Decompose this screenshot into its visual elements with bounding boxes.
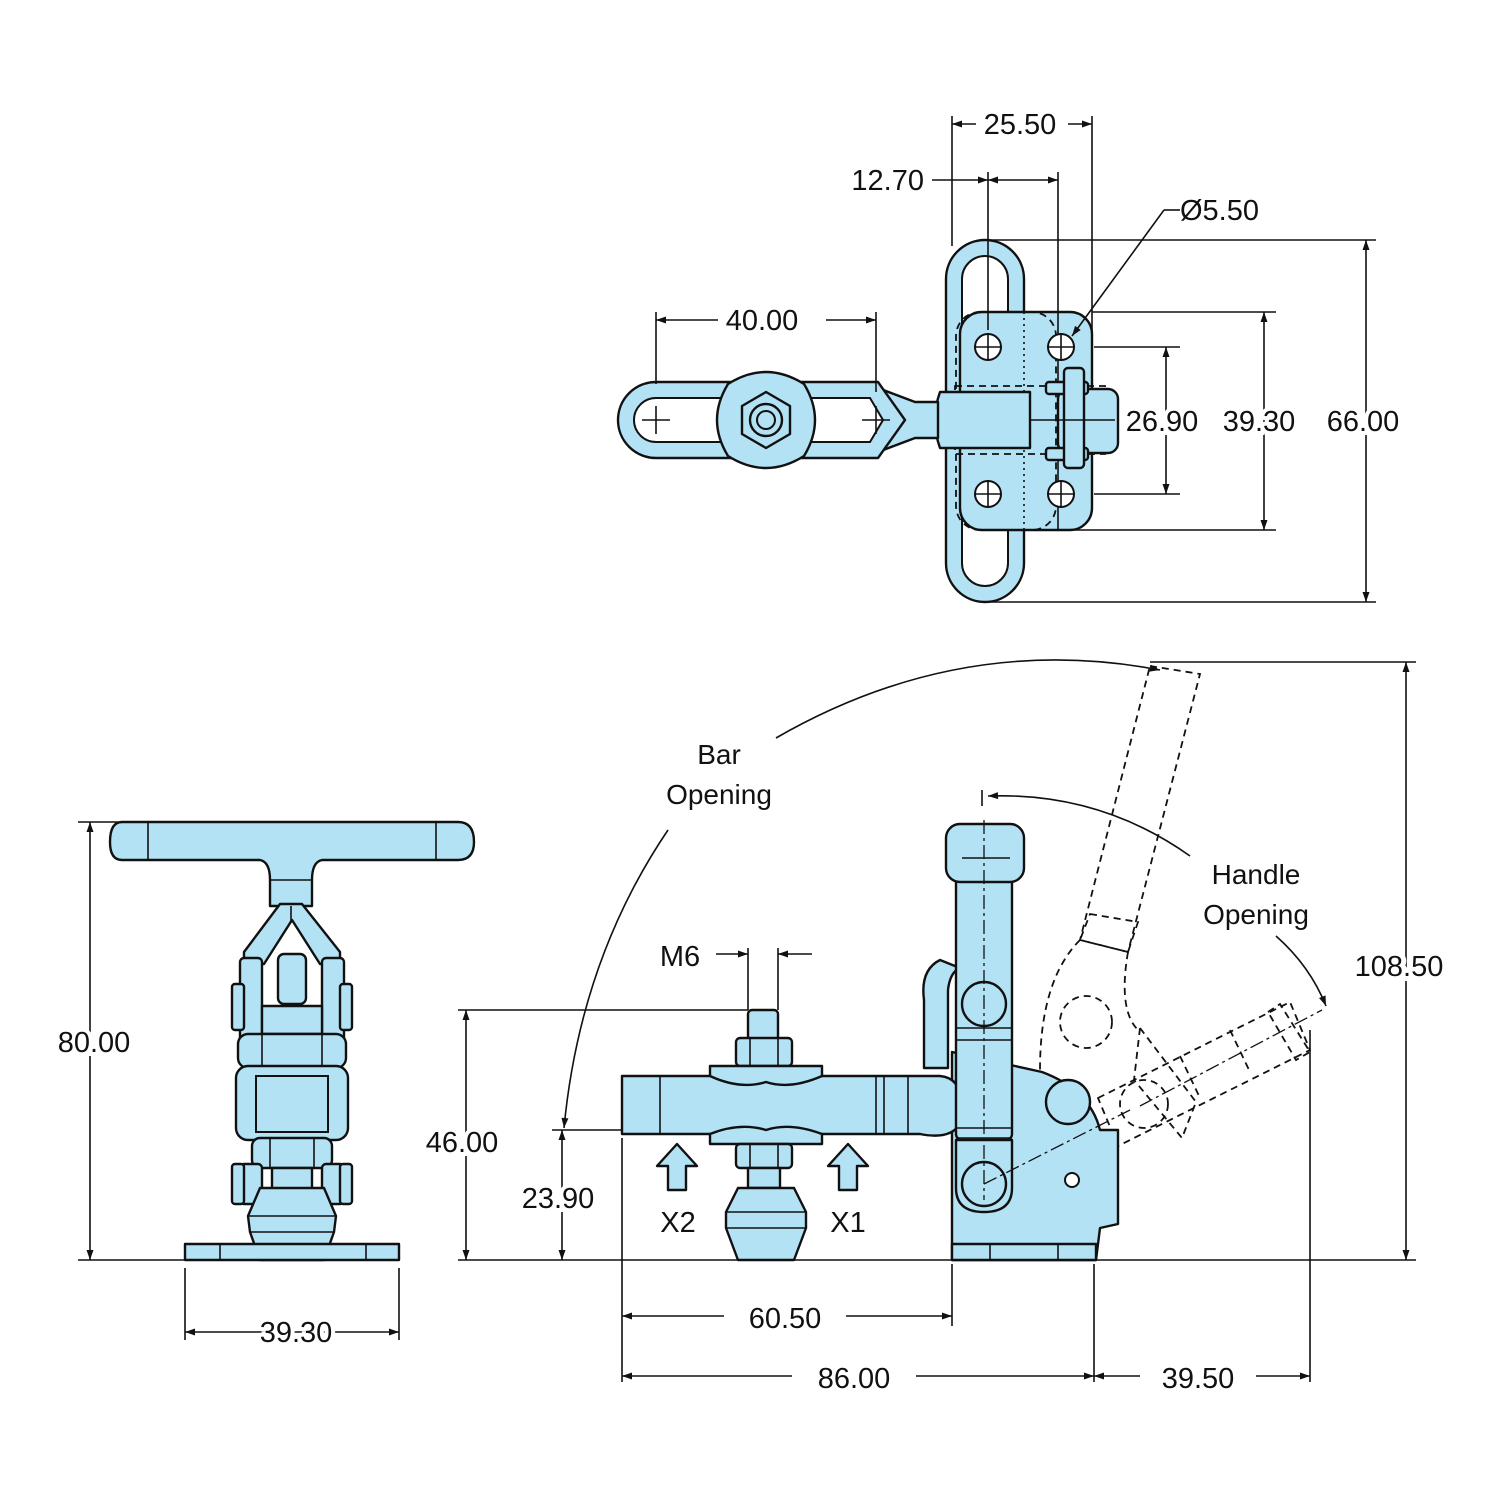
dim-12-70-label: 12.70	[851, 165, 924, 197]
dimension-40: 40.00	[655, 305, 877, 392]
bar-opening-arc-lower	[561, 829, 669, 1129]
handle-grip	[944, 822, 1026, 884]
dim-23-90-label: 23.90	[522, 1183, 595, 1215]
dimension-hole-dia: Ø5.50	[1071, 195, 1259, 337]
force-arrow-x1	[826, 1142, 870, 1192]
dimension-46: 46.00	[422, 1009, 748, 1260]
mounting-holes	[974, 333, 1075, 508]
lower-nut	[250, 1136, 334, 1170]
bar-open-phantom	[1096, 1000, 1312, 1148]
dim-25-50-label: 25.50	[984, 109, 1057, 141]
spindle-top	[276, 952, 308, 1006]
handle-opening-label-1: Handle	[1212, 859, 1301, 890]
dim-39-30-end-label: 39.30	[260, 1317, 333, 1349]
dimension-39-30-top: 39.30	[1060, 311, 1299, 531]
dimension-39-30-end: 39.30	[184, 1268, 400, 1353]
dimension-66: 66.00	[988, 239, 1403, 603]
dimension-23-90: 23.90	[518, 1129, 622, 1260]
dimension-80: 80.00	[54, 821, 184, 1261]
dim-108-50-label: 108.50	[1355, 951, 1444, 983]
dimension-39-50: 39.50	[1094, 1030, 1311, 1395]
bar-opening-label-1: Bar	[697, 739, 741, 770]
dim-66-label: 66.00	[1327, 406, 1400, 438]
handle-open-phantom	[1039, 664, 1202, 1071]
dim-46-label: 46.00	[426, 1127, 499, 1159]
t-handle	[108, 820, 476, 908]
handle-opening-label-2: Opening	[1203, 899, 1309, 930]
clamp-arm-top	[933, 390, 1032, 450]
dimension-86: 86.00	[622, 1264, 1095, 1395]
clamp-bar-end	[234, 1064, 350, 1142]
dim-86-label: 86.00	[818, 1363, 891, 1395]
base-end	[183, 1242, 401, 1262]
end-view: 80.00 39.30	[54, 820, 476, 1353]
dim-m6-label: M6	[660, 941, 700, 973]
spindle-assembly	[708, 1008, 824, 1262]
dimension-26-90: 26.90	[1094, 346, 1202, 495]
upper-nut	[236, 1032, 348, 1070]
dim-39-30-top-label: 39.30	[1223, 406, 1296, 438]
side-view: X2 X1 Bar Opening Handle Opening M6 46.0…	[422, 659, 1448, 1395]
dim-hole-label: Ø5.50	[1180, 195, 1259, 227]
dim-26-90-label: 26.90	[1126, 406, 1199, 438]
handle-opening-arc-lower	[1275, 935, 1327, 1007]
handle-opening-arc-upper	[987, 792, 1191, 857]
dimension-108-50: 108.50	[1100, 661, 1448, 1261]
dimension-25-50: 25.50	[951, 109, 1093, 340]
dim-40-label: 40.00	[726, 305, 799, 337]
force-label-x2: X2	[660, 1207, 695, 1239]
link-pin	[1044, 1078, 1092, 1126]
dim-60-50-label: 60.50	[749, 1303, 822, 1335]
dimension-m6: M6	[660, 941, 812, 1010]
force-arrow-x2	[655, 1142, 699, 1192]
dimension-12-70: 12.70	[851, 165, 1059, 330]
top-view: 40.00 12.70 25.50 Ø5.50 26.90	[616, 109, 1403, 604]
bar-opening-label-2: Opening	[666, 779, 772, 810]
dim-39-50-label: 39.50	[1162, 1363, 1235, 1395]
force-label-x1: X1	[830, 1207, 865, 1239]
dimension-60-50: 60.50	[621, 1138, 953, 1382]
spindle-tip	[724, 1186, 808, 1262]
dim-80-label: 80.00	[58, 1027, 131, 1059]
bar-opening-arc-upper	[775, 659, 1161, 739]
